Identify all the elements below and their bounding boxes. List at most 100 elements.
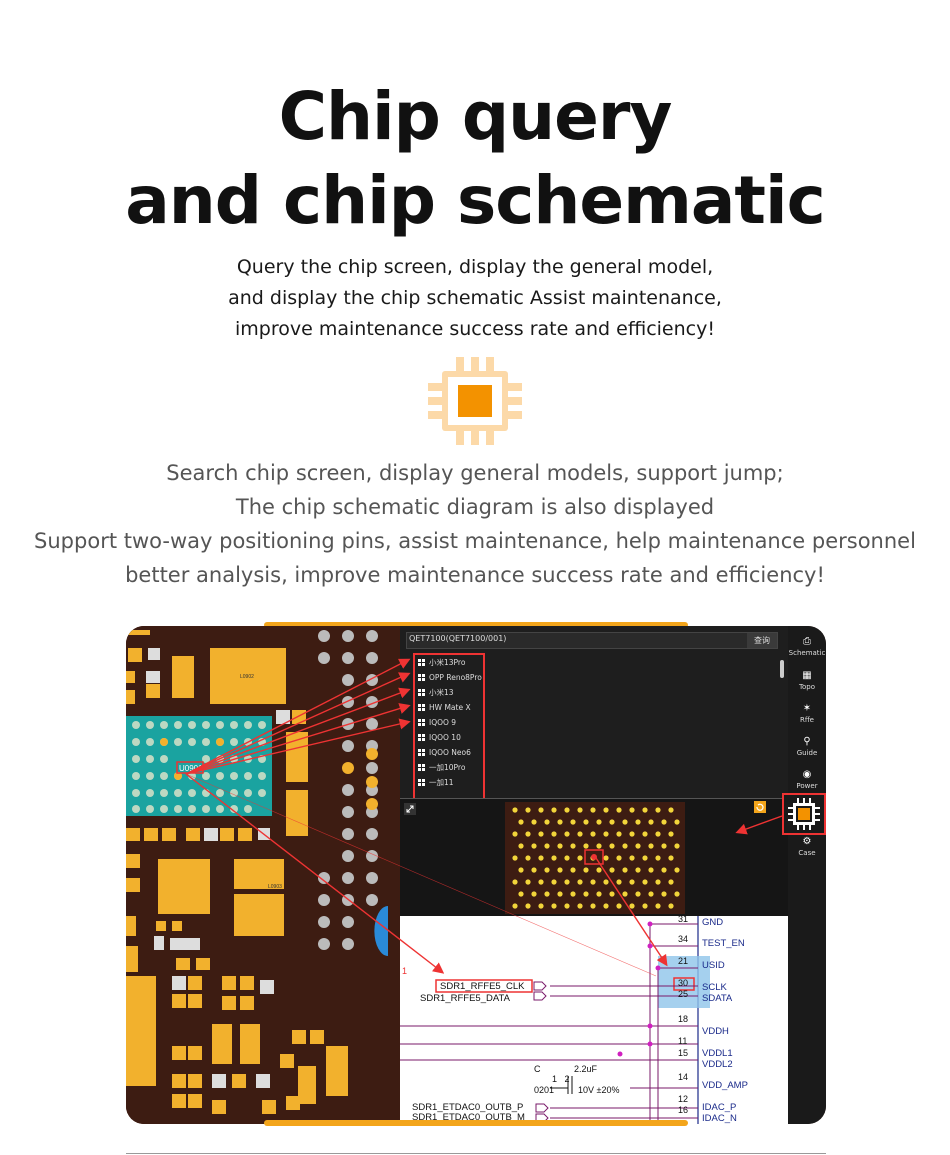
chip-ball [674, 891, 680, 897]
sidebar-item-guide[interactable]: ⚲ Guide [788, 736, 826, 757]
list-item[interactable]: OPP Reno8Pro [418, 671, 482, 684]
chip-ball [629, 831, 635, 837]
list-item[interactable]: HW Mate X [418, 701, 471, 714]
chip-ball [603, 903, 609, 909]
chip-ball [603, 831, 609, 837]
chip-ball [655, 831, 661, 837]
chip-ball [518, 867, 524, 873]
pin-number: 30 [678, 978, 689, 988]
net-label: SDR1_ETDAC0_OUTB_P [412, 1102, 524, 1113]
chip-ball [668, 831, 674, 837]
list-item[interactable]: 小米13Pro [418, 656, 465, 669]
chip-ball [551, 807, 557, 813]
chip-ball [518, 843, 524, 849]
pin-number: 12 [678, 1094, 689, 1104]
chip-ball [583, 843, 589, 849]
chip-ball [590, 831, 596, 837]
grid-icon [418, 719, 425, 726]
pcb-board-view[interactable]: U0901 L0902 L0903 [126, 626, 400, 1124]
chip-ball [629, 807, 635, 813]
list-item[interactable]: 一加10Pro [418, 761, 465, 774]
chip-ball [577, 855, 583, 861]
top-accent-bar [264, 622, 688, 628]
chip-ball [616, 831, 622, 837]
divider [126, 1153, 826, 1154]
sidebar-item-label: Case [798, 849, 816, 857]
chip-ball [642, 855, 648, 861]
list-item[interactable]: IQOO 9 [418, 716, 456, 729]
chip-ball [603, 807, 609, 813]
bottom-accent-bar [264, 1120, 688, 1126]
list-item-label: HW Mate X [429, 703, 471, 712]
list-item[interactable]: IQOO 10 [418, 731, 461, 744]
sidebar-item-case[interactable]: ⚙ Case [788, 836, 826, 857]
grid-icon [418, 689, 425, 696]
expand-icon[interactable] [404, 803, 416, 815]
chip-ball [622, 819, 628, 825]
chip-ball [570, 891, 576, 897]
chip-ball [538, 807, 544, 813]
sidebar-item-label: Power [796, 782, 818, 790]
chip-ball [661, 867, 667, 873]
chip-ball [512, 879, 518, 885]
chip-ball [564, 879, 570, 885]
chip-ball [655, 807, 661, 813]
pin-number: 14 [678, 1072, 689, 1082]
refresh-icon[interactable] [754, 801, 766, 813]
chip-icon [788, 798, 820, 830]
list-item[interactable]: 小米13 [418, 686, 454, 699]
subtitle-line: improve maintenance success rate and eff… [235, 318, 715, 340]
pin-name: GND [702, 917, 724, 928]
chip-ball [609, 843, 615, 849]
pcb-part-label: L0902 [240, 674, 254, 680]
chip-ball [616, 807, 622, 813]
chip-ball [609, 819, 615, 825]
list-item[interactable]: IQOO Neo6 [418, 746, 471, 759]
pin-name: VDDL2 [702, 1059, 733, 1070]
scrollbar-thumb[interactable] [780, 660, 784, 678]
sidebar-item-rffe[interactable]: ✶ Rffe [788, 703, 826, 724]
sidebar-item-chip[interactable] [782, 793, 826, 835]
cap-rating: 10V ±20% [578, 1085, 620, 1095]
schematic-view[interactable]: 31 GND 34 TEST_EN 21 USID 30 SCLK 25 SDA… [400, 914, 788, 1124]
chip-ball [544, 843, 550, 849]
power-signal-icon: ◉ [802, 769, 812, 780]
chip-ball-map[interactable] [505, 802, 685, 914]
chip-ball [557, 819, 563, 825]
chip-ball [635, 843, 641, 849]
chip-ball [648, 819, 654, 825]
chip-ball [648, 843, 654, 849]
sidebar-item-topo[interactable]: ▦ Topo [788, 670, 826, 691]
chip-ball [564, 903, 570, 909]
list-item-label: 一加10Pro [429, 763, 466, 772]
chip-ball [661, 843, 667, 849]
chip-ball [570, 843, 576, 849]
chip-ball [525, 831, 531, 837]
list-item[interactable]: 一加11 [418, 776, 454, 789]
chip-ball [538, 855, 544, 861]
chip-ball [512, 903, 518, 909]
sidebar-item-schematic[interactable]: ⎙ Schematic [788, 636, 826, 657]
chip-ball-view[interactable] [400, 798, 788, 917]
pin-number: 16 [678, 1105, 689, 1115]
app-right-panel: QET7100(QET7100/001) 查询 小米13Pro OPP Reno… [400, 626, 788, 1124]
grid-icon [418, 704, 425, 711]
chip-ball [531, 843, 537, 849]
chip-ball [590, 879, 596, 885]
chip-ball [668, 903, 674, 909]
chip-search-input[interactable]: QET7100(QET7100/001) 查询 [406, 632, 778, 649]
sidebar-item-label: Schematic [788, 649, 826, 657]
list-item-label: 一加11 [429, 778, 454, 787]
list-item-label: OPP Reno8Pro [429, 673, 482, 682]
chip-ball [551, 855, 557, 861]
sidebar-item-power[interactable]: ◉ Power [788, 769, 826, 790]
net-label: SDR1_ETDAC0_OUTB_M [412, 1112, 525, 1122]
pin-number: 15 [678, 1048, 689, 1058]
pin-number: 18 [678, 1014, 689, 1024]
chip-ball [622, 867, 628, 873]
chip-ball [642, 879, 648, 885]
chip-ball [525, 807, 531, 813]
chip-ball [661, 819, 667, 825]
search-button[interactable]: 查询 [747, 633, 777, 648]
gear-case-icon: ⚙ [802, 836, 812, 847]
